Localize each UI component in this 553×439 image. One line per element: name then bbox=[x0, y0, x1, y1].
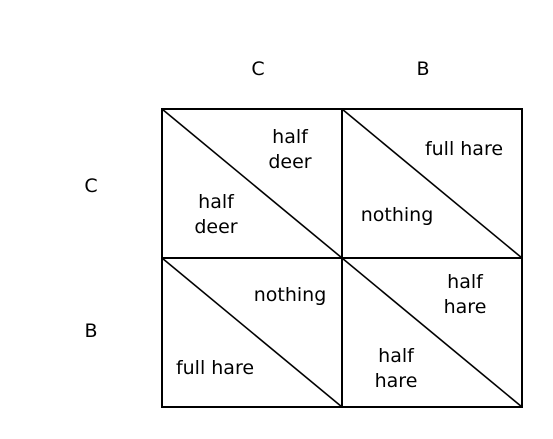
lower-payoff-line-1: half bbox=[198, 191, 235, 213]
cell-diagonal bbox=[161, 257, 343, 408]
row-header-b: B bbox=[84, 320, 97, 342]
lower-payoff-line-2: hare bbox=[375, 370, 418, 392]
cell-border bbox=[341, 257, 523, 408]
cell-b-b: half hare half hare bbox=[341, 257, 523, 408]
lower-payoff-line-1: half bbox=[378, 345, 415, 367]
row-header-c: C bbox=[84, 175, 97, 197]
lower-payoff: nothing bbox=[361, 204, 434, 226]
upper-payoff: full hare bbox=[425, 138, 503, 160]
column-header-b: B bbox=[416, 58, 429, 80]
upper-payoff: nothing bbox=[254, 284, 327, 306]
column-header-c: C bbox=[251, 58, 264, 80]
lower-payoff-line-2: deer bbox=[194, 216, 237, 238]
cell-c-b: full hare nothing bbox=[341, 108, 523, 259]
lower-payoff: full hare bbox=[176, 357, 254, 379]
cell-diagonal bbox=[341, 108, 523, 259]
cell-b-c: nothing full hare bbox=[161, 257, 343, 408]
upper-payoff-line-2: deer bbox=[268, 151, 311, 173]
cell-diagonal bbox=[341, 257, 523, 408]
cell-diagonal bbox=[161, 108, 343, 259]
upper-payoff-line-1: half bbox=[272, 126, 309, 148]
upper-payoff-line-2: hare bbox=[444, 296, 487, 318]
cell-c-c: half deer half deer bbox=[161, 108, 343, 259]
upper-payoff-line-1: half bbox=[447, 271, 484, 293]
